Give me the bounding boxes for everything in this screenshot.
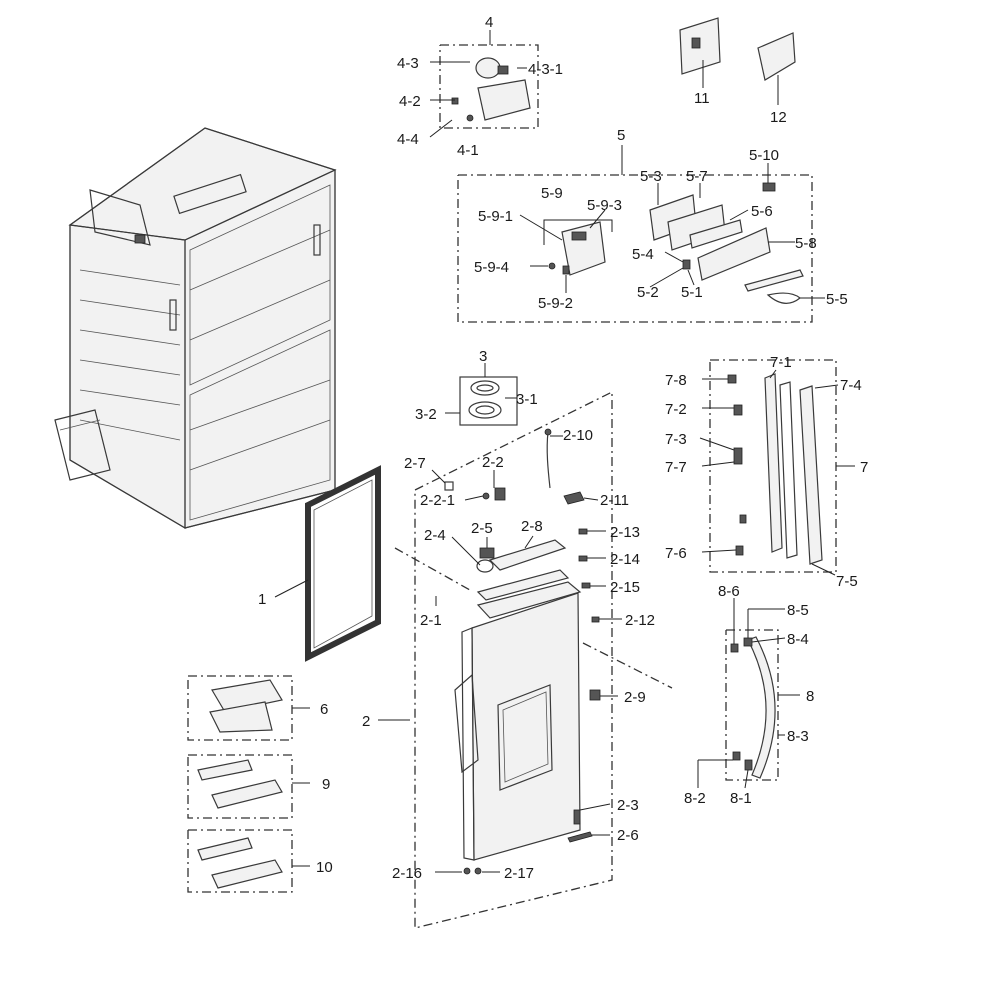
label-5-9-2: 5-9-2 [538,295,573,312]
label-11: 11 [694,90,710,107]
label-2-1: 2-1 [420,612,442,629]
part-8-group [725,629,779,781]
door-assembly [454,581,593,861]
label-7-2: 7-2 [665,401,687,418]
label-2-13: 2-13 [610,524,640,541]
label-2-2: 2-2 [482,454,504,471]
label-8-2: 8-2 [684,790,706,807]
label-7: 7 [860,459,868,476]
label-2-9: 2-9 [624,689,646,706]
part-labels: 1 2 2-1 2-2 2-2-1 2-3 2-4 2-5 2-6 2-7 2-… [258,14,868,882]
label-5-5: 5-5 [826,291,848,308]
label-5-3: 5-3 [640,168,662,185]
label-5-10: 5-10 [749,147,779,164]
label-7-1: 7-1 [770,354,792,371]
label-2-17: 2-17 [504,865,534,882]
label-9: 9 [322,776,330,793]
label-5-4: 5-4 [632,246,654,263]
label-2-12: 2-12 [625,612,655,629]
label-2-16: 2-16 [392,865,422,882]
label-2-8: 2-8 [521,518,543,535]
bin-6 [187,675,293,741]
label-10: 10 [316,859,333,876]
label-5-7: 5-7 [686,168,708,185]
label-4-3-1: 4-3-1 [528,61,563,78]
part-12 [757,32,796,81]
label-5-9: 5-9 [541,185,563,202]
label-4: 4 [485,14,493,31]
label-2-6: 2-6 [617,827,639,844]
bin-10 [187,829,293,893]
label-2: 2 [362,713,370,730]
door-upper-parts [435,428,601,875]
label-3-2: 3-2 [415,406,437,423]
part-3-group [459,376,518,426]
leader-lines [274,30,855,873]
label-8-5: 8-5 [787,602,809,619]
fridge-cabinet [54,127,337,530]
label-3-1: 3-1 [516,391,538,408]
label-2-15: 2-15 [610,579,640,596]
label-5-8: 5-8 [795,235,817,252]
label-5-1: 5-1 [681,284,703,301]
label-4-2: 4-2 [399,93,421,110]
label-2-5: 2-5 [471,520,493,537]
label-8-6: 8-6 [718,583,740,600]
label-7-4: 7-4 [840,377,862,394]
label-7-5: 7-5 [836,573,858,590]
label-7-7: 7-7 [665,459,687,476]
label-6: 6 [320,701,328,718]
part-11 [679,17,721,75]
label-4-3: 4-3 [397,55,419,72]
label-5-9-3: 5-9-3 [587,197,622,214]
label-8-4: 8-4 [787,631,809,648]
label-7-8: 7-8 [665,372,687,389]
bin-9 [187,754,293,819]
label-8-3: 8-3 [787,728,809,745]
label-4-4: 4-4 [397,131,419,148]
label-2-4: 2-4 [424,527,446,544]
label-12: 12 [770,109,787,126]
door-gasket [305,465,381,662]
part-7-group [709,359,837,573]
label-2-7: 2-7 [404,455,426,472]
label-5-6: 5-6 [751,203,773,220]
label-8: 8 [806,688,814,705]
label-5-9-4: 5-9-4 [474,259,509,276]
part-5-group [457,174,813,323]
label-2-11: 2-11 [600,492,629,509]
label-2-10: 2-10 [563,427,593,444]
label-8-1: 8-1 [730,790,752,807]
label-3: 3 [479,348,487,365]
label-2-3: 2-3 [617,797,639,814]
label-5: 5 [617,127,625,144]
label-7-3: 7-3 [665,431,687,448]
part-4-group [439,44,539,129]
label-2-2-1: 2-2-1 [420,492,455,509]
label-5-2: 5-2 [637,284,659,301]
label-5-9-1: 5-9-1 [478,208,513,225]
label-1: 1 [258,591,266,608]
label-4-1: 4-1 [457,142,479,159]
label-7-6: 7-6 [665,545,687,562]
label-2-14: 2-14 [610,551,640,568]
